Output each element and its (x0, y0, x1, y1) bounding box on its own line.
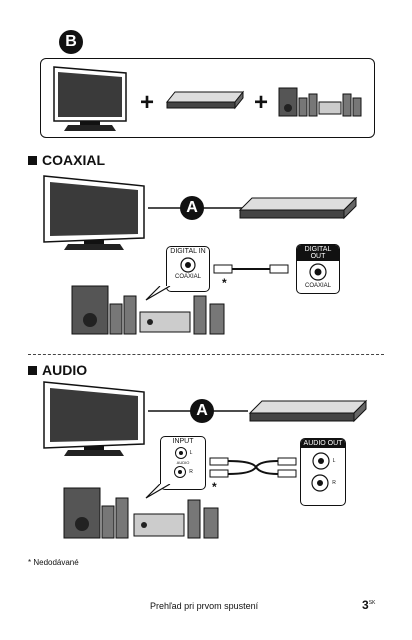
section-square-icon (28, 155, 37, 165)
footnote: * Nedodávané (28, 558, 79, 567)
audio-jack-icon (312, 452, 330, 470)
page-number: 3SK (362, 598, 375, 612)
audio-cable (209, 457, 297, 478)
digital-out-label: COAXIAL (304, 283, 331, 289)
section-title-coaxial: COAXIAL (28, 152, 105, 168)
page-number-value: 3 (362, 598, 369, 612)
footer-text: Prehľad pri prvom spustení (150, 601, 259, 611)
audio-out-header: AUDIO OUT (301, 439, 345, 448)
coaxial-jack-icon (309, 263, 327, 281)
jack-r-label: R (189, 469, 193, 475)
audio-jack-icon (174, 466, 187, 478)
audio-input-header: INPUT (172, 438, 194, 445)
jack-l-label: L (332, 458, 336, 464)
badge-b: B (59, 30, 83, 54)
digital-in-panel: DIGITAL IN COAXIAL (166, 246, 210, 292)
cable-asterisk: * (222, 276, 227, 290)
plus-icon: + (140, 89, 155, 116)
section-square-icon (28, 365, 37, 375)
section-title-audio: AUDIO (28, 362, 87, 378)
home-theater-illustration (63, 487, 219, 539)
coaxial-jack-icon (180, 257, 196, 273)
tv-illustration (53, 66, 127, 131)
digital-out-header: DIGITAL OUT (297, 245, 339, 261)
player-illustration (248, 399, 368, 423)
section-title-text: COAXIAL (42, 152, 105, 168)
panel-pointer (145, 286, 171, 301)
jack-audio-label: AUDIO (176, 460, 190, 465)
tv-illustration (43, 175, 145, 250)
jack-l-label: L (189, 450, 193, 456)
section-title-text: AUDIO (42, 362, 88, 378)
page-lang: SK (368, 600, 376, 606)
home-theater-illustration (71, 285, 225, 335)
tv-illustration (43, 381, 145, 456)
jack-r-label: R (332, 480, 336, 486)
digital-in-label: COAXIAL (174, 274, 201, 280)
badge-a-coaxial: A (180, 196, 204, 220)
coaxial-cable (213, 264, 289, 274)
player-illustration (238, 196, 358, 220)
audio-jack-icon (174, 447, 187, 459)
audio-out-panel: AUDIO OUT L R (300, 438, 346, 506)
audio-jack-icon (311, 474, 329, 492)
cable-asterisk: * (212, 480, 217, 494)
audio-input-panel: INPUT L AUDIO R (160, 436, 206, 490)
overview-box (40, 58, 375, 138)
plus-icon: + (254, 89, 269, 116)
home-theater-illustration (278, 87, 362, 117)
digital-out-panel: DIGITAL OUT COAXIAL (296, 244, 340, 294)
badge-a-audio: A (190, 399, 214, 423)
digital-in-header: DIGITAL IN (170, 248, 206, 255)
panel-pointer (145, 484, 171, 499)
player-illustration (165, 90, 245, 110)
section-divider (28, 354, 384, 355)
